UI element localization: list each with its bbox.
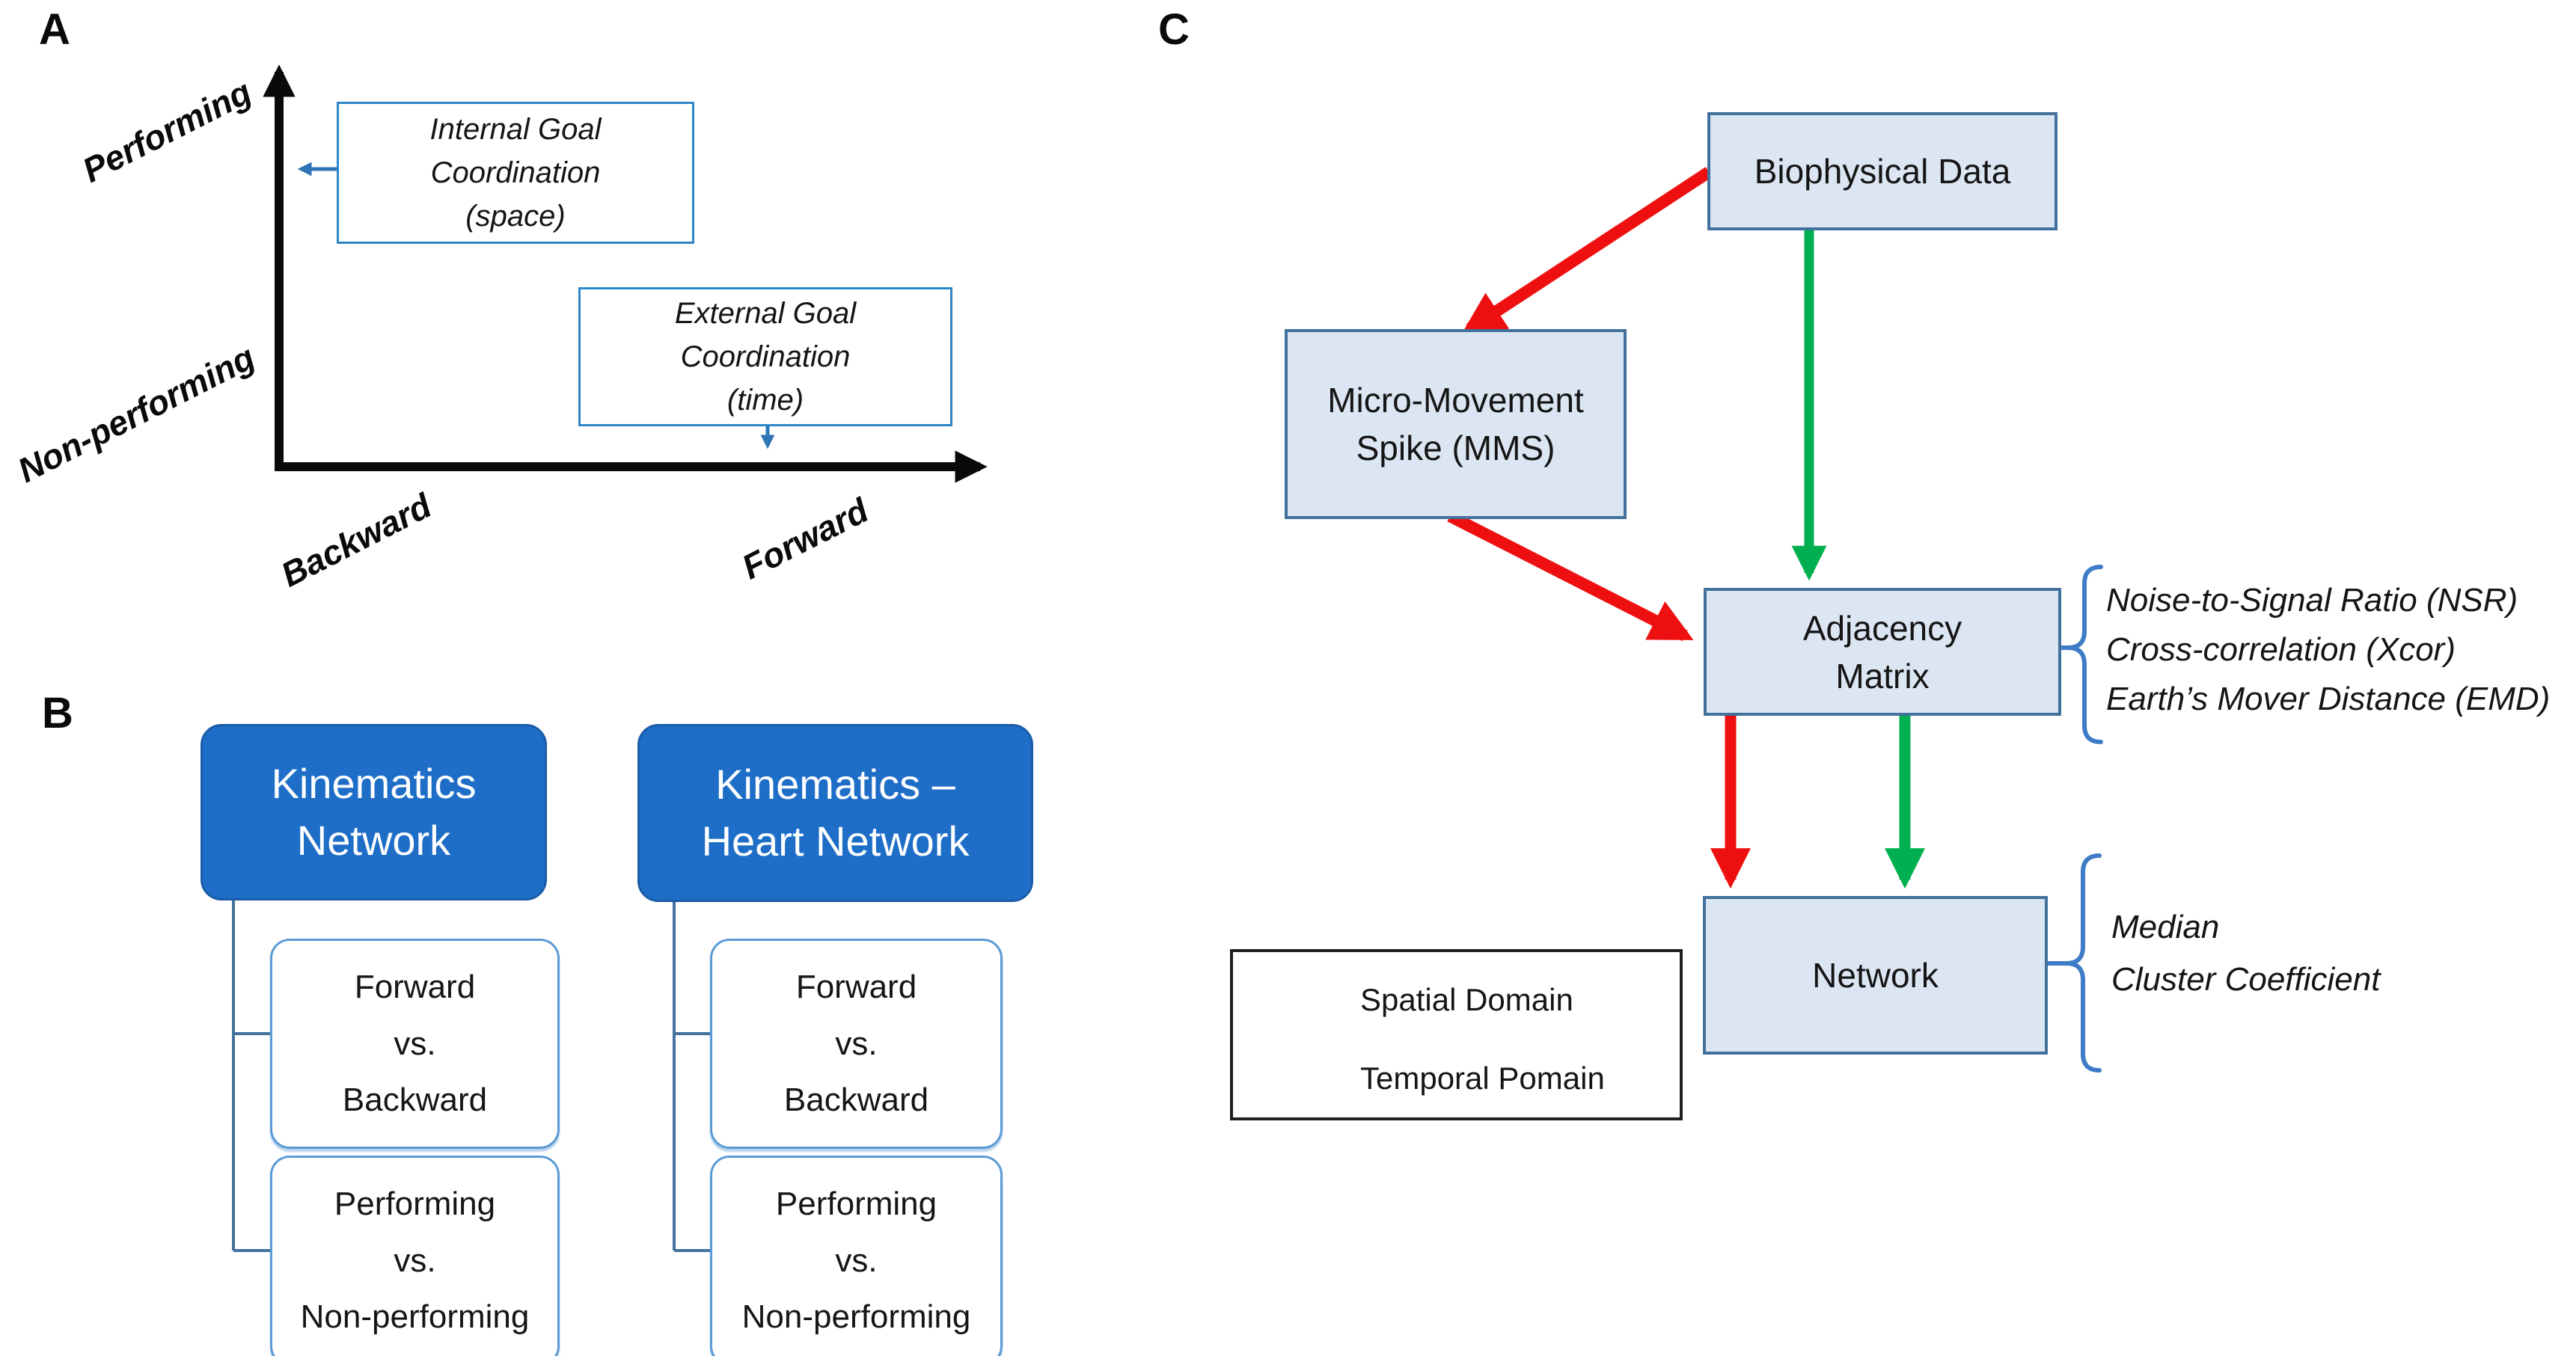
kn-c1-line1: Forward bbox=[354, 968, 476, 1005]
network-metrics-list: Median Cluster Coefficient bbox=[2111, 901, 2380, 1006]
micro-movement-spike-box: Micro-Movement Spike (MMS) bbox=[1285, 329, 1627, 519]
kinematics-heart-network-header: Kinematics – Heart Network bbox=[637, 724, 1033, 902]
adjacency-brace-icon bbox=[2055, 565, 2103, 744]
khn-c2-line2: vs. bbox=[835, 1242, 878, 1279]
legend-box bbox=[1230, 949, 1683, 1120]
khn-c2-line1: Performing bbox=[775, 1185, 937, 1222]
legend-temporal-label: Temporal Pomain bbox=[1360, 1061, 1605, 1096]
spatial-arrow-mms-to-adjacency bbox=[1447, 510, 1694, 642]
axis-label-forward: Forward bbox=[735, 490, 875, 587]
kn-performing-vs-nonperforming-box: Performing vs. Non-performing bbox=[270, 1156, 560, 1356]
kn-c2-line3: Non-performing bbox=[300, 1298, 530, 1336]
network-brace-icon bbox=[2043, 853, 2102, 1073]
panel-c-label: C bbox=[1158, 5, 1190, 54]
khn-c1-line2: vs. bbox=[835, 1025, 878, 1062]
kinematics-network-header: Kinematics Network bbox=[201, 724, 547, 901]
adjacency-matrix-box: Adjacency Matrix bbox=[1704, 588, 2061, 716]
adjacency-metrics-list: Noise-to-Signal Ratio (NSR) Cross-correl… bbox=[2106, 576, 2550, 724]
biophysical-data-box: Biophysical Data bbox=[1707, 112, 2058, 230]
kinematics-heart-line1: Kinematics – bbox=[715, 761, 955, 808]
panel-b-label: B bbox=[42, 689, 73, 737]
kinematics-heart-line2: Heart Network bbox=[701, 817, 970, 865]
adjacency-metric-emd: Earth’s Mover Distance (EMD) bbox=[2106, 681, 2551, 717]
internal-goal-box: Internal Goal Coordination (space) bbox=[337, 102, 694, 244]
adjacency-metric-xcor: Cross-correlation (Xcor) bbox=[2106, 631, 2456, 668]
network-metric-median: Median bbox=[2111, 909, 2220, 945]
axis-label-non-performing: Non-performing bbox=[11, 337, 261, 491]
internal-goal-line2: Coordination bbox=[430, 156, 601, 189]
kn-forward-vs-backward-box: Forward vs. Backward bbox=[270, 939, 560, 1149]
adjacency-line2: Matrix bbox=[1835, 656, 1930, 696]
biophysical-data-label: Biophysical Data bbox=[1754, 152, 2011, 191]
spatial-arrow-biophysical-to-mms bbox=[1461, 167, 1713, 335]
kn-c2-line1: Performing bbox=[334, 1185, 496, 1222]
external-goal-line2: Coordination bbox=[680, 340, 851, 373]
khn-c2-line3: Non-performing bbox=[741, 1298, 971, 1336]
mms-line2: Spike (MMS) bbox=[1356, 429, 1555, 467]
legend-spatial-label: Spatial Domain bbox=[1360, 982, 1573, 1017]
mms-line1: Micro-Movement bbox=[1327, 381, 1584, 420]
khn-performing-vs-nonperforming-box: Performing vs. Non-performing bbox=[710, 1156, 1003, 1356]
external-goal-box: External Goal Coordination (time) bbox=[578, 287, 952, 426]
khn-c1-line3: Backward bbox=[783, 1082, 929, 1119]
kn-c1-line3: Backward bbox=[342, 1082, 488, 1119]
external-goal-line3: (time) bbox=[726, 384, 804, 417]
kinematics-network-line1: Kinematics bbox=[271, 760, 477, 807]
external-goal-line1: External Goal bbox=[674, 297, 857, 330]
panel-a-label: A bbox=[39, 5, 70, 54]
internal-goal-line1: Internal Goal bbox=[429, 113, 602, 146]
khn-c1-line1: Forward bbox=[795, 968, 917, 1005]
network-label: Network bbox=[1812, 956, 1939, 995]
axis-label-backward: Backward bbox=[275, 485, 438, 595]
internal-goal-line3: (space) bbox=[465, 200, 566, 233]
kn-c2-line2: vs. bbox=[394, 1242, 436, 1279]
axis-label-performing: Performing bbox=[76, 72, 258, 190]
adjacency-line1: Adjacency bbox=[1802, 608, 1962, 648]
adjacency-metric-nsr: Noise-to-Signal Ratio (NSR) bbox=[2106, 582, 2518, 619]
network-metric-cluster: Cluster Coefficient bbox=[2111, 961, 2381, 998]
kn-c1-line2: vs. bbox=[394, 1025, 436, 1062]
kinematics-network-line2: Network bbox=[296, 817, 451, 864]
network-box: Network bbox=[1703, 896, 2048, 1055]
khn-forward-vs-backward-box: Forward vs. Backward bbox=[710, 939, 1003, 1149]
